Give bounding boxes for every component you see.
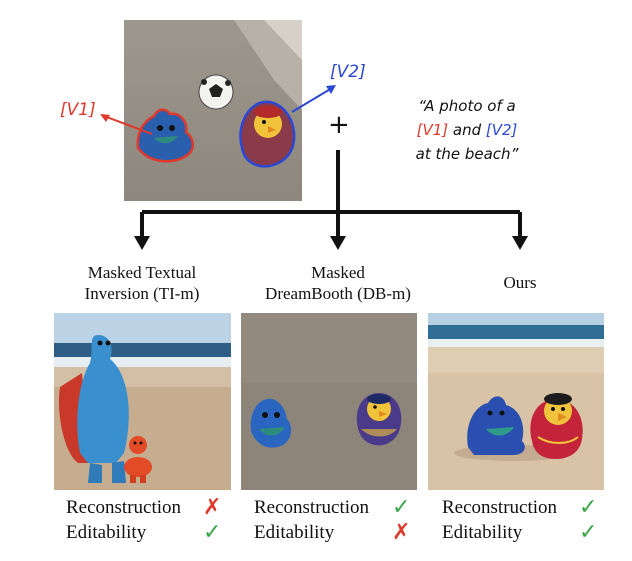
prompt-text: “A photo of a [V1] and [V2] at the beach… bbox=[382, 94, 552, 166]
arrow-v1 bbox=[100, 114, 153, 135]
editability-label-ti-m: Editability bbox=[66, 522, 147, 543]
editability-label-ours: Editability bbox=[442, 522, 523, 543]
plus-sign: + bbox=[328, 110, 350, 140]
method-title-line2: DreamBooth (DB-m) bbox=[265, 284, 411, 303]
editability-label-db-m: Editability bbox=[254, 522, 335, 543]
method-title-line1: Masked bbox=[311, 263, 365, 282]
tag-v1-label: [V1] bbox=[60, 100, 96, 120]
method-title-line1: Masked Textual bbox=[87, 263, 197, 282]
tag-v2-label: [V2] bbox=[330, 62, 366, 82]
reconstruction-label-ours: Reconstruction bbox=[442, 497, 558, 518]
prompt-line3: at the beach” bbox=[415, 145, 519, 163]
result-image-db-m bbox=[241, 313, 417, 490]
method-title-line1: Ours bbox=[503, 273, 537, 292]
method-title-db-m: Masked DreamBooth (DB-m) bbox=[238, 262, 438, 304]
result-image-ours bbox=[428, 313, 604, 490]
method-title-line2: Inversion (TI-m) bbox=[84, 284, 200, 303]
prompt-tag-v2: [V2] bbox=[485, 121, 518, 139]
input-photo bbox=[124, 20, 302, 201]
branch-arrows bbox=[134, 150, 528, 250]
method-title-ours: Ours bbox=[440, 272, 600, 293]
check-icon: ✓ bbox=[579, 520, 598, 545]
check-icon: ✓ bbox=[579, 495, 598, 520]
reconstruction-label-db-m: Reconstruction bbox=[254, 497, 370, 518]
reconstruction-label-ti-m: Reconstruction bbox=[66, 497, 182, 518]
toy-v1 bbox=[136, 108, 194, 163]
toy-v2 bbox=[239, 100, 296, 168]
prompt-line1: “A photo of a bbox=[418, 97, 516, 115]
arrow-v2 bbox=[291, 85, 336, 113]
result-image-ti-m bbox=[54, 313, 231, 490]
cross-icon: ✗ bbox=[392, 520, 411, 545]
check-icon: ✓ bbox=[203, 520, 222, 545]
prompt-tag-v1: [V1] bbox=[416, 121, 449, 139]
cross-icon: ✗ bbox=[203, 495, 222, 520]
prompt-line2: [V1] and [V2] bbox=[382, 118, 552, 142]
soccer-ball bbox=[198, 74, 234, 110]
method-title-ti-m: Masked Textual Inversion (TI-m) bbox=[52, 262, 232, 304]
check-icon: ✓ bbox=[392, 495, 411, 520]
prompt-and: and bbox=[448, 121, 486, 139]
